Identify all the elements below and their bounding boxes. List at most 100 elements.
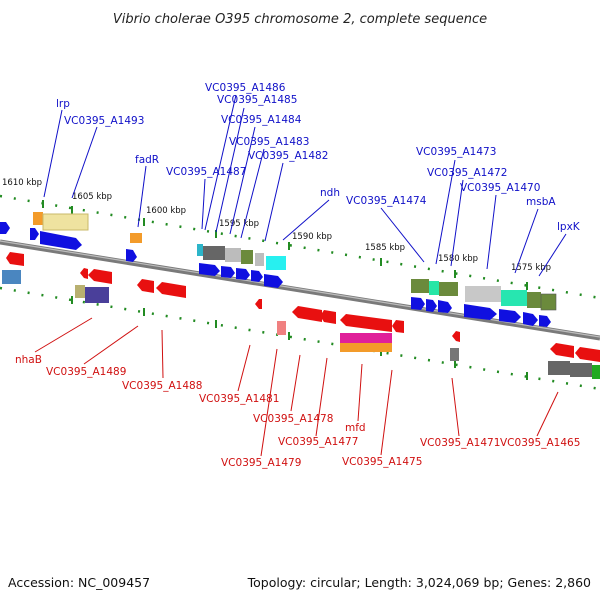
gene-label-vc0395-a1478: VC0395_A1478 xyxy=(253,413,333,425)
leader-line xyxy=(161,329,164,379)
gene-label-vc0395-a1474: VC0395_A1474 xyxy=(346,195,427,207)
accession-text: Accession: NC_009457 xyxy=(8,575,150,590)
forward-gene-arrow xyxy=(126,249,137,262)
forward-feature-bands xyxy=(33,212,557,311)
reverse-gene-labels: nhaB VC0395_A1489 VC0395_A1488 VC0395_A1… xyxy=(15,354,580,469)
gene-label-vc0395-a1484: VC0395_A1484 xyxy=(221,114,302,126)
feature-band xyxy=(340,333,392,343)
leader-line xyxy=(34,317,93,353)
gene-label-nhab: nhaB xyxy=(15,354,42,366)
gene-label-vc0395-a1489: VC0395_A1489 xyxy=(46,366,126,378)
forward-gene-arrow xyxy=(236,268,250,280)
feature-band xyxy=(203,246,225,260)
forward-gene-arrow xyxy=(464,304,497,320)
feature-band xyxy=(85,287,109,303)
leader-line xyxy=(137,165,147,228)
scale-label: 1595 kbp xyxy=(219,219,259,229)
map-title: Vibrio cholerae O395 chromosome 2, compl… xyxy=(113,12,487,27)
feature-band xyxy=(439,282,458,296)
scale-label: 1600 kbp xyxy=(146,206,186,216)
gene-label-vc0395-a1470: VC0395_A1470 xyxy=(460,182,540,194)
leader-line xyxy=(282,199,330,241)
gene-label-vc0395-a1471: VC0395_A1471 xyxy=(420,437,500,449)
scale-label: 1575 kbp xyxy=(511,263,551,273)
scale-label: 1610 kbp xyxy=(2,178,42,188)
leader-line xyxy=(264,162,284,242)
feature-band xyxy=(241,250,253,264)
reverse-feature-bands xyxy=(2,270,600,379)
feature-band xyxy=(2,270,21,284)
gene-label-fadr: fadR xyxy=(135,154,159,166)
reverse-gene-arrow xyxy=(88,269,112,284)
gene-label-vc0395-a1477: VC0395_A1477 xyxy=(278,436,358,448)
leader-line xyxy=(435,159,456,265)
leader-line xyxy=(380,369,393,456)
forward-gene-arrow xyxy=(438,300,452,313)
forward-label-leaders xyxy=(43,94,567,277)
gene-label-vc0395-a1473: VC0395_A1473 xyxy=(416,146,496,158)
gene-label-vc0395-a1479: VC0395_A1479 xyxy=(221,457,301,469)
gene-label-vc0395-a1482: VC0395_A1482 xyxy=(248,150,328,162)
feature-band xyxy=(75,285,85,298)
reverse-gene-arrow xyxy=(80,268,88,279)
leader-line xyxy=(514,208,539,274)
leader-line xyxy=(536,391,559,437)
feature-band xyxy=(501,290,527,306)
reverse-gene-arrow xyxy=(340,314,392,332)
feature-band xyxy=(527,292,541,308)
gene-label-lrp: lrp xyxy=(56,98,70,110)
leader-line xyxy=(229,126,256,235)
gene-label-vc0395-a1486: VC0395_A1486 xyxy=(205,82,286,94)
forward-gene-arrow xyxy=(221,266,235,278)
forward-gene-arrow xyxy=(264,274,283,288)
leader-line xyxy=(237,344,251,392)
reverse-gene-arrow xyxy=(255,299,262,309)
leader-line xyxy=(451,377,460,437)
gene-label-msba: msbA xyxy=(526,196,556,208)
leader-line xyxy=(201,178,206,230)
reverse-gene-arrow xyxy=(452,331,460,342)
forward-gene-arrow xyxy=(30,228,39,240)
scale-label: 1605 kbp xyxy=(72,192,112,202)
feature-band xyxy=(130,233,142,243)
scale-label: 1590 kbp xyxy=(292,232,332,242)
gene-label-vc0395-a1493: VC0395_A1493 xyxy=(64,115,144,127)
reverse-gene-arrow xyxy=(392,320,404,333)
gene-label-vc0395-a1481: VC0395_A1481 xyxy=(199,393,279,405)
forward-gene-arrow xyxy=(0,222,10,234)
scale-label: 1580 kbp xyxy=(438,254,478,264)
feature-band xyxy=(197,244,203,256)
leader-line xyxy=(450,179,464,267)
feature-band xyxy=(225,248,241,262)
reverse-gene-arrow xyxy=(575,347,600,362)
forward-gene-arrow xyxy=(40,231,82,250)
feature-band xyxy=(266,256,286,270)
feature-band xyxy=(450,348,459,361)
feature-band xyxy=(277,321,286,335)
forward-genes xyxy=(0,222,551,327)
forward-gene-arrow xyxy=(251,270,263,282)
gene-label-vc0395-a1487: VC0395_A1487 xyxy=(166,166,246,178)
leader-line xyxy=(486,194,497,270)
reverse-gene-arrow xyxy=(320,310,336,324)
feature-band xyxy=(42,213,89,231)
leader-line xyxy=(240,148,265,239)
forward-gene-arrow xyxy=(199,263,220,276)
leader-line xyxy=(315,357,328,437)
feature-band xyxy=(340,343,392,352)
leader-line xyxy=(357,363,363,422)
gene-label-ndh: ndh xyxy=(320,187,340,199)
gene-label-vc0395-a1472: VC0395_A1472 xyxy=(427,167,507,179)
leader-line xyxy=(380,207,425,263)
reverse-gene-arrow xyxy=(292,306,322,322)
scale-label: 1585 kbp xyxy=(365,243,405,253)
gene-label-vc0395-a1485: VC0395_A1485 xyxy=(217,94,297,106)
feature-band xyxy=(570,363,592,377)
reverse-gene-arrow xyxy=(550,343,574,358)
gene-label-vc0395-a1475: VC0395_A1475 xyxy=(342,456,422,468)
leader-line xyxy=(538,233,567,277)
reverse-label-leaders xyxy=(34,317,559,457)
reverse-gene-arrow xyxy=(6,252,24,266)
